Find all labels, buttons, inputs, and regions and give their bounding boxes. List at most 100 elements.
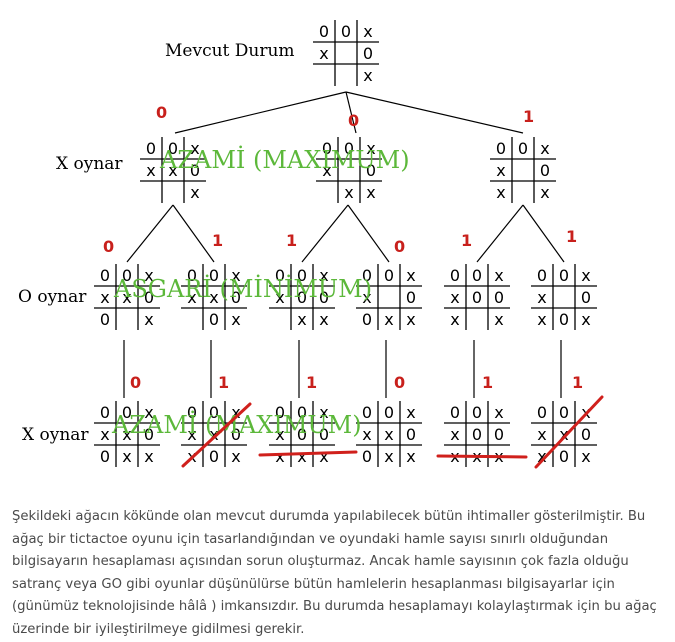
board-cell: 0 <box>384 403 394 422</box>
player-label-x1: X oynar <box>56 154 123 174</box>
tree-edge <box>301 204 349 263</box>
board-cell: 0 <box>559 403 569 422</box>
board-cell: x <box>231 447 240 466</box>
board-cell: x <box>406 447 415 466</box>
board-cell: 0 <box>297 266 307 285</box>
board-cell: x <box>275 288 284 307</box>
board-cell: x <box>540 183 549 202</box>
strike-diagonal <box>181 402 252 468</box>
board-cell: x <box>122 425 131 444</box>
board-cell: x <box>275 447 284 466</box>
board-cell: x <box>540 139 549 158</box>
board-cell: x <box>297 310 306 329</box>
board-cell: x <box>384 447 393 466</box>
board-cell: 0 <box>406 288 416 307</box>
board-cell: 0 <box>537 266 547 285</box>
board-cell: 0 <box>362 403 372 422</box>
board-cell: 0 <box>209 266 219 285</box>
board-cell: 0 <box>494 288 504 307</box>
board-cell: x <box>144 310 153 329</box>
board-cell: x <box>362 288 371 307</box>
board-cell: 0 <box>297 288 307 307</box>
level2-value: 0 <box>103 237 114 256</box>
board-cell: 0 <box>100 403 110 422</box>
overlay-maximum-2: AZAMİ (MAXIMUM) <box>111 410 362 439</box>
board-cell: x <box>322 161 331 180</box>
strike-horizontal <box>258 450 358 457</box>
level3-value: 1 <box>482 373 493 392</box>
board-cell: x <box>559 425 568 444</box>
board-cell: x <box>494 403 503 422</box>
board-cell: 0 <box>209 310 219 329</box>
board-cell: 0 <box>122 266 132 285</box>
level1-value: 0 <box>348 111 359 130</box>
board-cell: 0 <box>362 310 372 329</box>
board-cell: 0 <box>144 288 154 307</box>
board-cell: x <box>366 183 375 202</box>
board-cell: x <box>384 425 393 444</box>
board-cell: x <box>384 310 393 329</box>
board-cell: x <box>275 425 284 444</box>
board-cell: 0 <box>231 288 241 307</box>
board-cell: 0 <box>559 447 569 466</box>
board-cell: 0 <box>275 266 285 285</box>
board-cell: x <box>319 447 328 466</box>
level2-value: 1 <box>566 227 577 246</box>
tree-edge <box>172 204 215 263</box>
tree-edge <box>345 91 524 134</box>
board-cell: x <box>450 310 459 329</box>
board-cell: 0 <box>384 266 394 285</box>
board-cell: 0 <box>231 425 241 444</box>
level3-value: 1 <box>218 373 229 392</box>
board-cell: 0 <box>209 403 219 422</box>
board-cell: 0 <box>472 403 482 422</box>
board-cell: 0 <box>168 139 178 158</box>
level2-value: 1 <box>212 231 223 250</box>
board-cell: 0 <box>297 403 307 422</box>
strike-diagonal <box>534 395 604 469</box>
tree-edge <box>126 204 174 263</box>
board-cell: x <box>144 266 153 285</box>
board-cell: x <box>496 161 505 180</box>
board-cell: x <box>344 183 353 202</box>
board-cell: x <box>363 22 372 41</box>
overlay-minimum: ASGARİ (MİNİMUM) <box>113 274 372 303</box>
board-cell: x <box>581 310 590 329</box>
board-cell: 0 <box>450 266 460 285</box>
board-cell: x <box>187 425 196 444</box>
level3-value: 0 <box>394 373 405 392</box>
board-cell: 0 <box>341 22 351 41</box>
board-cell: x <box>319 310 328 329</box>
board-cell: 0 <box>518 139 528 158</box>
board-cell: 0 <box>450 403 460 422</box>
board-cell: x <box>190 183 199 202</box>
board-cell: 0 <box>187 266 197 285</box>
board-cell: x <box>100 425 109 444</box>
board-cell: 0 <box>100 447 110 466</box>
board-cell: 0 <box>472 425 482 444</box>
board-cell: x <box>406 266 415 285</box>
board-cell: x <box>537 447 546 466</box>
board-cell: x <box>363 66 372 85</box>
board-cell: x <box>209 425 218 444</box>
board-cell: x <box>362 425 371 444</box>
player-label-x2: X oynar <box>22 425 89 445</box>
board-cell: 0 <box>362 447 372 466</box>
board-cell: x <box>494 266 503 285</box>
level3-value: 0 <box>130 373 141 392</box>
board-cell: 0 <box>406 425 416 444</box>
board-cell: x <box>319 403 328 422</box>
board-cell: x <box>144 447 153 466</box>
board-cell: x <box>581 266 590 285</box>
